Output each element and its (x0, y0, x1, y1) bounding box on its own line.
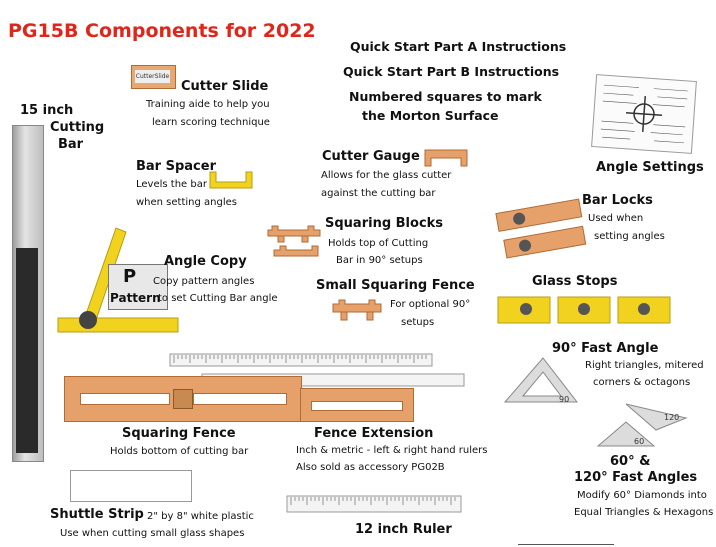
bar-spacer-label: Bar Spacer (136, 159, 216, 174)
squaring-blocks-image (267, 225, 321, 257)
bar-spacer-image (209, 171, 253, 189)
fast-angle-60-120-image: 120 60 (596, 403, 688, 447)
quick-start-part-b: Quick Start Part B Instructions (343, 64, 560, 79)
shuttle-strip-image (70, 470, 192, 502)
fast-angle-60-desc1: Modify 60° Diamonds into (577, 490, 707, 501)
fast-angle-120-mark: 120 (664, 413, 679, 422)
fast-angle-90-image: 90 (503, 357, 579, 404)
angle-copy-image (57, 227, 179, 333)
footer-divider (518, 544, 614, 545)
ruler-12-image (286, 495, 462, 513)
small-fence-image (332, 299, 382, 321)
cutter-slide-desc2: learn scoring technique (152, 117, 270, 128)
shuttle-strip-label: Shuttle Strip (50, 507, 144, 522)
angle-settings-label: Angle Settings (596, 160, 704, 175)
cutter-slide-image: CutterSlide (131, 65, 176, 89)
cutting-bar-label-1: 15 inch (20, 103, 74, 118)
numbered-squares-line1: Numbered squares to mark (349, 89, 542, 104)
squaring-fence-label: Squaring Fence (122, 426, 236, 441)
fast-angle-60-label2: 120° Fast Angles (574, 470, 698, 485)
angle-copy-desc1: Copy pattern angles (153, 276, 255, 287)
pattern-sign-word: Pattern (110, 291, 161, 305)
bar-spacer-desc2: when setting angles (136, 197, 237, 208)
fence-extension-label: Fence Extension (314, 426, 434, 441)
fence-extension-desc1: Inch & metric - left & right hand rulers (296, 445, 488, 456)
cutter-slide-label: Cutter Slide (181, 79, 269, 94)
bar-locks-label: Bar Locks (582, 193, 653, 208)
fast-angle-90-label: 90° Fast Angle (552, 341, 659, 356)
cutting-bar-label-3: Bar (58, 137, 84, 152)
glass-stops-image (497, 296, 671, 324)
squaring-fence-image (64, 376, 302, 422)
fast-angle-60-mark: 60 (634, 437, 644, 446)
bar-locks-desc2: setting angles (594, 231, 665, 242)
fast-angle-60-label1: 60° & (610, 454, 651, 469)
small-fence-label: Small Squaring Fence (316, 278, 475, 293)
squaring-fence-slot-right (193, 393, 287, 405)
bar-locks-desc1: Used when (588, 213, 644, 224)
cutter-slide-desc1: Training aide to help you (146, 99, 270, 110)
angle-copy-label: Angle Copy (164, 254, 247, 269)
fence-extension-image (300, 388, 414, 422)
angle-settings-image (591, 74, 697, 154)
cutter-gauge-desc2: against the cutting bar (321, 188, 436, 199)
squaring-blocks-desc2: Bar in 90° setups (336, 255, 423, 266)
shuttle-strip-desc: Use when cutting small glass shapes (60, 528, 245, 539)
fast-angle-90-mark: 90 (559, 395, 569, 404)
fast-angle-90-desc2: corners & octagons (593, 377, 691, 388)
pattern-sign-letter: P (123, 266, 137, 287)
squaring-fence-desc: Holds bottom of cutting bar (110, 446, 249, 457)
cutting-bar-image (12, 125, 44, 462)
small-fence-desc1: For optional 90° (390, 299, 471, 310)
cutter-gauge-image (424, 149, 468, 167)
ruler-12-label: 12 inch Ruler (355, 522, 452, 537)
cutting-bar-label-2: Cutting (50, 120, 105, 135)
cutter-slide-tag: CutterSlide (135, 70, 170, 83)
fast-angle-90-desc1: Right triangles, mitered (585, 360, 704, 371)
squaring-blocks-label: Squaring Blocks (325, 216, 444, 231)
angle-copy-desc2: to set Cutting Bar angle (158, 293, 278, 304)
squaring-fence-slot-left (80, 393, 170, 405)
fast-angle-60-desc2: Equal Triangles & Hexagons (574, 507, 714, 518)
small-fence-desc2: setups (401, 317, 435, 328)
cutting-bar-label-plate (16, 248, 38, 453)
bar-spacer-desc1: Levels the bar (136, 179, 207, 190)
shuttle-strip-size: 2" by 8" white plastic (147, 511, 254, 522)
bar-locks-image (495, 198, 587, 259)
squaring-fence-knob (173, 389, 193, 409)
cutter-gauge-label: Cutter Gauge (322, 149, 420, 164)
pattern-sign: P Pattern (108, 264, 168, 310)
fence-extension-slot (311, 401, 403, 411)
glass-stops-label: Glass Stops (532, 274, 618, 289)
page-title: PG15B Components for 2022 (8, 20, 316, 42)
squaring-blocks-desc1: Holds top of Cutting (328, 238, 429, 249)
cutter-gauge-desc1: Allows for the glass cutter (321, 170, 452, 181)
numbered-squares-line2: the Morton Surface (362, 108, 499, 123)
fence-extension-desc2: Also sold as accessory PG02B (296, 462, 445, 473)
quick-start-part-a: Quick Start Part A Instructions (350, 39, 567, 54)
